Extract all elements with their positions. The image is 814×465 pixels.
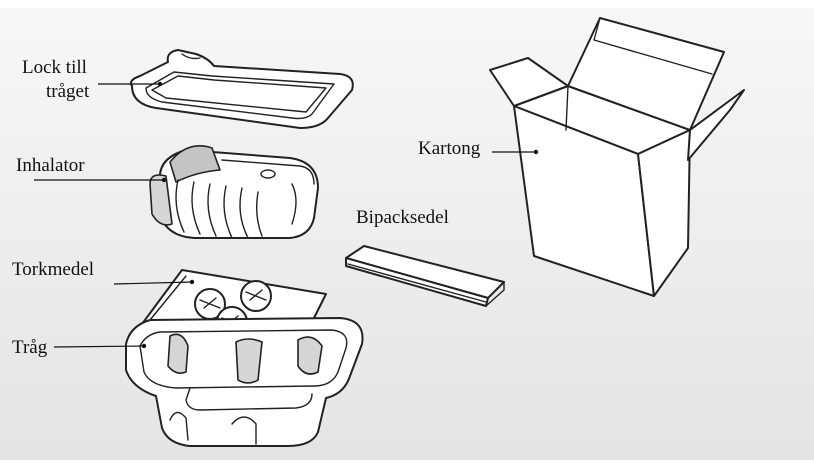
- svg-text:Kartong: Kartong: [418, 138, 481, 159]
- label-desiccant: Torkmedel: [12, 259, 195, 285]
- svg-text:Lock till: Lock till: [22, 57, 87, 78]
- label-lid: Lock till tråget: [22, 57, 163, 102]
- leaflet-drawing: [345, 245, 505, 307]
- label-leaflet: Bipacksedel: [356, 207, 449, 228]
- inhaler-drawing: [149, 145, 319, 239]
- carton-drawing: [489, 17, 745, 297]
- svg-text:Torkmedel: Torkmedel: [12, 259, 94, 280]
- label-inhaler: Inhalator: [16, 155, 167, 183]
- tray-lid-drawing: [130, 49, 354, 129]
- label-carton: Kartong: [418, 138, 539, 159]
- svg-text:Tråg: Tråg: [12, 337, 48, 358]
- svg-text:Bipacksedel: Bipacksedel: [356, 207, 449, 228]
- svg-text:tråget: tråget: [46, 81, 90, 102]
- tray-drawing: [125, 317, 364, 447]
- label-tray: Tråg: [12, 337, 147, 358]
- svg-text:Inhalator: Inhalator: [16, 155, 85, 176]
